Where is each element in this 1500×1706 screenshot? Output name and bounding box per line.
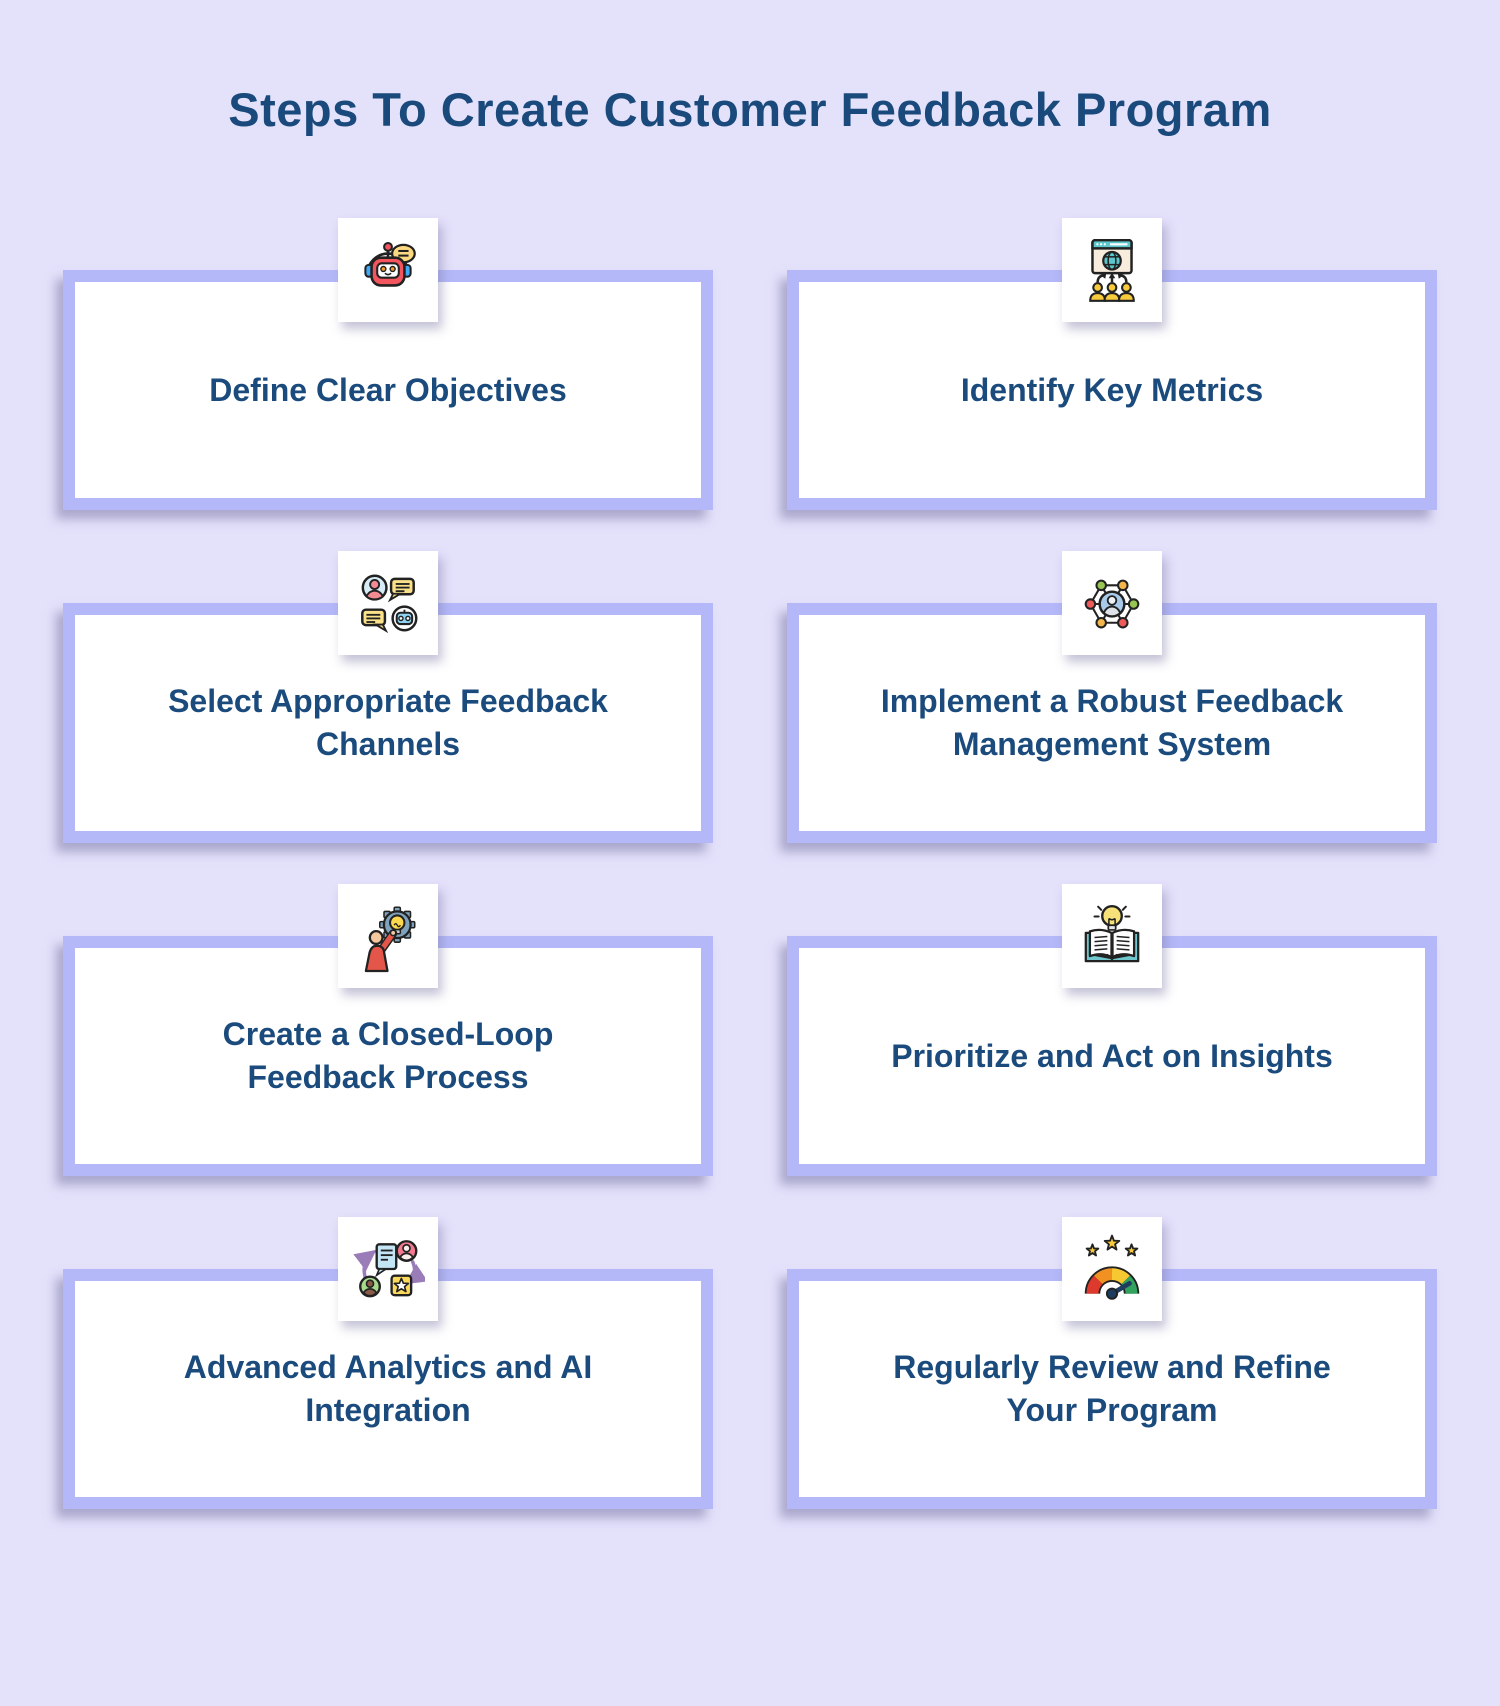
icon-tile: [1062, 884, 1162, 989]
user-network-icon: [1084, 579, 1140, 629]
step-card-analytics-ai-integration: Advanced Analytics and AI Integration: [63, 1217, 713, 1510]
icon-tile: [338, 884, 438, 989]
steps-grid: Define Clear Objectives: [63, 218, 1437, 1510]
book-lightbulb-icon: [1084, 905, 1140, 963]
step-card-feedback-management-system: Implement a Robust Feedback Management S…: [787, 551, 1437, 844]
gauge-stars-icon: [1084, 1235, 1140, 1301]
icon-tile: [338, 551, 438, 656]
step-card-prioritize-insights: Prioritize and Act on Insights: [787, 884, 1437, 1177]
step-label: Implement a Robust Feedback Management S…: [880, 683, 1344, 763]
step-label: Advanced Analytics and AI Integration: [183, 1349, 593, 1429]
step-card-select-feedback-channels: Select Appropriate Feedback Channels: [63, 551, 713, 844]
person-bot-chat-icon: [361, 574, 418, 634]
step-card-identify-key-metrics: Identify Key Metrics: [787, 218, 1437, 511]
chatbot-icon: [364, 242, 416, 288]
icon-tile: [1062, 218, 1162, 323]
step-label: Prioritize and Act on Insights: [891, 1037, 1333, 1074]
page-title: Steps To Create Customer Feedback Progra…: [228, 83, 1272, 136]
icon-tile: [1062, 551, 1162, 656]
step-label: Identify Key Metrics: [960, 371, 1264, 408]
icon-tile: [1062, 1217, 1162, 1322]
person-gear-bulb-icon: [364, 906, 416, 973]
step-label: Select Appropriate Feedback Channels: [168, 683, 608, 763]
icon-tile: [338, 218, 438, 323]
step-card-closed-loop-process: Create a Closed-Loop Feedback Process: [63, 884, 713, 1177]
feedback-cycle-icon: [353, 1240, 425, 1298]
step-label: Create a Closed-Loop Feedback Process: [222, 1016, 554, 1096]
website-users-icon: [1089, 239, 1135, 303]
step-label: Regularly Review and Refine Your Program: [893, 1349, 1331, 1429]
step-card-review-refine-program: Regularly Review and Refine Your Program: [787, 1217, 1437, 1510]
icon-tile: [338, 1217, 438, 1322]
step-label: Define Clear Objectives: [209, 371, 567, 408]
step-card-define-clear-objectives: Define Clear Objectives: [63, 218, 713, 511]
